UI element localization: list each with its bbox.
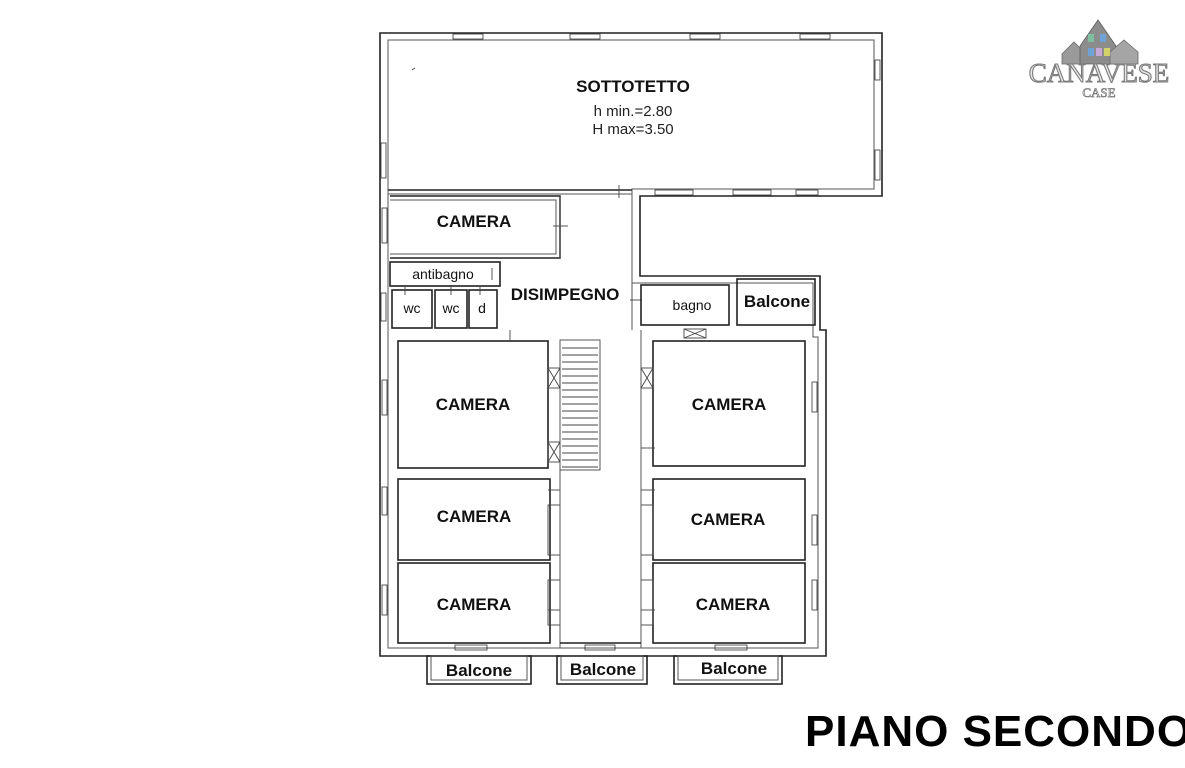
- camera-mid-left-label: CAMERA: [436, 395, 511, 414]
- camera-bottom-left-label: CAMERA: [437, 595, 512, 614]
- bathroom-block: [380, 261, 501, 329]
- bagno-label: bagno: [673, 297, 712, 313]
- houses-icon: [1061, 19, 1139, 65]
- camera-top-left-label: CAMERA: [437, 212, 512, 231]
- sottotetto-h-min: h min.=2.80: [594, 103, 673, 120]
- staircase: [562, 347, 598, 468]
- bagno-right-room: [640, 278, 816, 339]
- camera-mid-left-room: [381, 330, 561, 469]
- logo-sub: CASE: [1082, 85, 1115, 100]
- canavese-case-logo: CANAVESE CASE: [1028, 19, 1170, 100]
- d-label: d: [478, 300, 486, 316]
- camera-lower-right-label: CAMERA: [691, 510, 766, 529]
- plan-title: PIANO SECONDO: [805, 707, 1185, 756]
- balcone-bottom-left-label: Balcone: [446, 661, 512, 680]
- disimpegno-corridor: [559, 196, 642, 471]
- sottotetto-h-max: H max=3.50: [592, 121, 673, 138]
- wc2-label: wc: [441, 300, 459, 316]
- bottom-balconies: [426, 644, 783, 685]
- antibagno-label: antibagno: [412, 266, 474, 282]
- sottotetto-label: SOTTOTETTO: [576, 77, 690, 96]
- camera-bottom-right-label: CAMERA: [696, 595, 771, 614]
- camera-lower-left-label: CAMERA: [437, 507, 512, 526]
- wc1-label: wc: [402, 300, 420, 316]
- camera-lower-left-room: [381, 478, 561, 561]
- sottotetto-room: [380, 33, 881, 198]
- camera-mid-right-label: CAMERA: [692, 395, 767, 414]
- balcone-bottom-right-label: Balcone: [701, 659, 767, 678]
- balcone-top-right-label: Balcone: [744, 292, 810, 311]
- disimpegno-label: DISIMPEGNO: [511, 285, 620, 304]
- camera-lower-right-room: [640, 478, 818, 561]
- corridor-lower-walls: [559, 330, 642, 648]
- logo-word: CANAVESE: [1029, 58, 1170, 88]
- balcone-bottom-center-label: Balcone: [570, 660, 636, 679]
